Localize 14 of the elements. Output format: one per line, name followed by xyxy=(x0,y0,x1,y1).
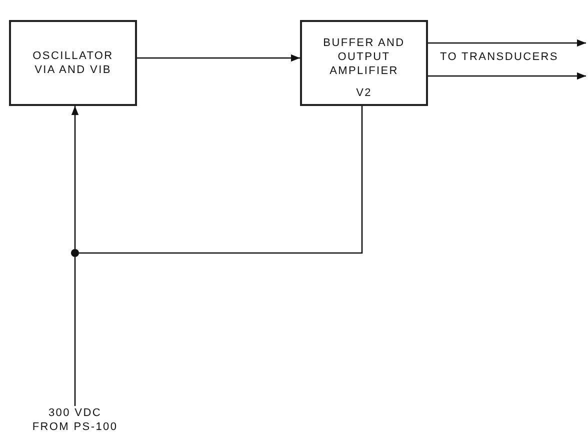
arrow xyxy=(71,106,79,249)
connector-line xyxy=(74,257,76,406)
process-box xyxy=(9,20,137,106)
junction-dot xyxy=(71,249,79,257)
supply-label: 300 VDC FROM PS-100 xyxy=(31,406,119,434)
connector-line xyxy=(79,106,363,254)
arrow xyxy=(137,54,300,62)
arrow xyxy=(428,39,586,47)
process-box xyxy=(300,20,428,106)
block-label: OSCILLATOR VIA AND VIB xyxy=(32,49,114,77)
tube-label: V2 xyxy=(356,86,372,100)
arrow xyxy=(428,72,586,80)
block-label: BUFFER AND OUTPUT AMPLIFIER xyxy=(322,36,406,78)
output-label: TO TRANSDUCERS xyxy=(440,51,558,63)
